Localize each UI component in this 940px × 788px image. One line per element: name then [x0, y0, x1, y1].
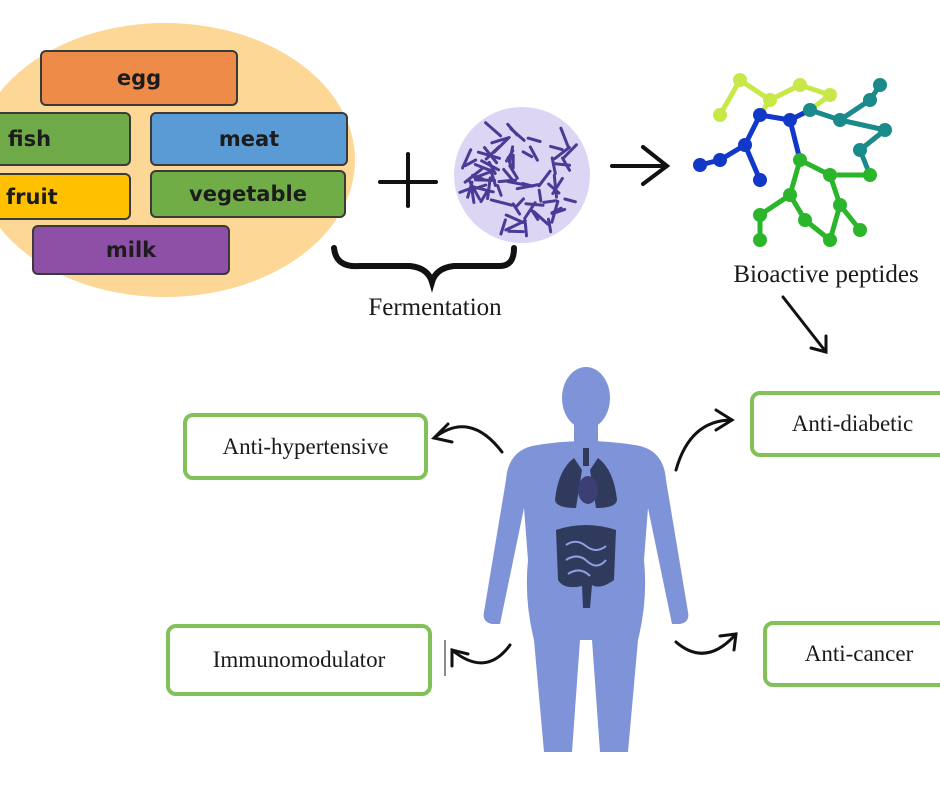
arrow-to-anti-diabetic-icon — [674, 408, 735, 472]
bacterium-rod — [542, 199, 558, 204]
arrow-to-anti-hypertensive-icon — [431, 422, 504, 454]
molecule-atom — [733, 73, 747, 87]
molecule-atom — [713, 108, 727, 122]
bacterium-rod — [461, 148, 473, 170]
arrow-down-icon — [781, 295, 828, 354]
molecule-atom — [823, 168, 837, 182]
bacterium-rod — [515, 183, 540, 191]
bacterium-rod — [549, 144, 564, 152]
molecule-atom — [833, 198, 847, 212]
molecule-atom — [853, 223, 867, 237]
intestine-detail — [565, 540, 607, 577]
bacterium-rod — [550, 156, 557, 176]
bacterium-rod — [547, 217, 553, 234]
fermentation-brace-icon — [331, 245, 517, 293]
organs-icon — [555, 448, 617, 608]
effect-anti-hypertensive: Anti-hypertensive — [183, 413, 428, 480]
bacterium-rod — [474, 178, 496, 182]
food-vegetable: vegetable — [150, 170, 346, 218]
bacterium-rod — [492, 137, 510, 154]
bacterium-rod — [521, 150, 534, 159]
molecule-atom — [798, 213, 812, 227]
molecule-atom — [753, 173, 767, 187]
bacterium-rod — [467, 179, 482, 201]
bacterium-rod — [511, 202, 522, 216]
bacterium-rod — [479, 188, 490, 204]
peptide-molecule-icon — [693, 73, 892, 247]
effect-anti-diabetic: Anti-diabetic — [750, 391, 940, 457]
molecule-atom — [873, 78, 887, 92]
food-milk: milk — [32, 225, 230, 275]
arrow-right-icon — [610, 145, 671, 186]
bacterium-rod — [523, 221, 528, 238]
molecule-atom — [783, 188, 797, 202]
molecule-atom — [823, 88, 837, 102]
molecule-atom — [833, 113, 847, 127]
bacterium-rod — [563, 197, 577, 204]
bacterium-rod — [559, 126, 571, 150]
molecule-atom — [853, 143, 867, 157]
bacterium-rod — [458, 185, 476, 194]
molecule-atom — [863, 93, 877, 107]
arrow-to-anti-cancer-icon — [674, 632, 738, 655]
bacterium-rod — [524, 202, 545, 207]
molecule-atom — [693, 158, 707, 172]
molecule-atom — [763, 93, 777, 107]
bacterium-rod — [486, 176, 492, 201]
effect-immunomodulator: Immunomodulator — [166, 624, 432, 696]
molecule-atom — [753, 208, 767, 222]
molecule-atom — [753, 233, 767, 247]
bacterium-rod — [489, 168, 497, 187]
bacterium-rod — [470, 185, 476, 204]
molecule-atom — [713, 153, 727, 167]
bacterium-rod — [506, 180, 529, 187]
bacterium-rod — [526, 136, 542, 143]
molecule-atom — [783, 113, 797, 127]
bacterium-rod — [484, 121, 503, 138]
molecule-atom — [878, 123, 892, 137]
bacterium-rod — [550, 199, 560, 224]
bacterium-rod — [505, 149, 515, 163]
bacterium-rod — [473, 169, 494, 180]
bacterium-rod — [463, 158, 478, 168]
bacterium-rod — [537, 188, 543, 203]
food-fish: fish — [0, 112, 131, 166]
molecule-atom — [863, 168, 877, 182]
bacterium-rod — [489, 198, 514, 207]
bacterium-rod — [514, 197, 525, 209]
molecule-atom — [753, 108, 767, 122]
bacterium-rod — [509, 127, 526, 142]
bacterium-rod — [553, 145, 571, 161]
molecule-atom — [803, 103, 817, 117]
food-egg: egg — [40, 50, 238, 106]
food-fruit: fruit — [0, 173, 131, 220]
bacterium-rod — [561, 156, 571, 172]
bacterium-rod — [532, 210, 550, 226]
bacterium-rod — [496, 184, 503, 197]
bacterium-rod — [463, 167, 484, 184]
arrow-to-immunomodulator-icon — [450, 643, 512, 668]
molecule-atom — [823, 233, 837, 247]
bacterium-rod — [528, 145, 539, 162]
bacterium-rod — [552, 173, 558, 199]
bacterium-rod — [473, 183, 488, 190]
bacterium-rod — [537, 169, 552, 188]
bacterium-rod — [476, 150, 501, 160]
plus-icon — [378, 152, 438, 208]
food-meat: meat — [150, 112, 348, 166]
bacterium-rod — [487, 160, 497, 176]
fermentation-label: Fermentation — [368, 294, 502, 321]
molecule-bond — [837, 117, 888, 133]
molecule-atom — [738, 138, 752, 152]
bacteria-culture-icon — [454, 107, 590, 243]
bioactive-peptides-label: Bioactive peptides — [733, 261, 919, 288]
bacterium-rod — [562, 143, 578, 159]
molecule-atom — [793, 78, 807, 92]
bacterium-rod — [499, 218, 507, 236]
bacterium-rod — [504, 213, 525, 224]
molecule-atom — [793, 153, 807, 167]
effect-anti-cancer: Anti-cancer — [763, 621, 940, 687]
